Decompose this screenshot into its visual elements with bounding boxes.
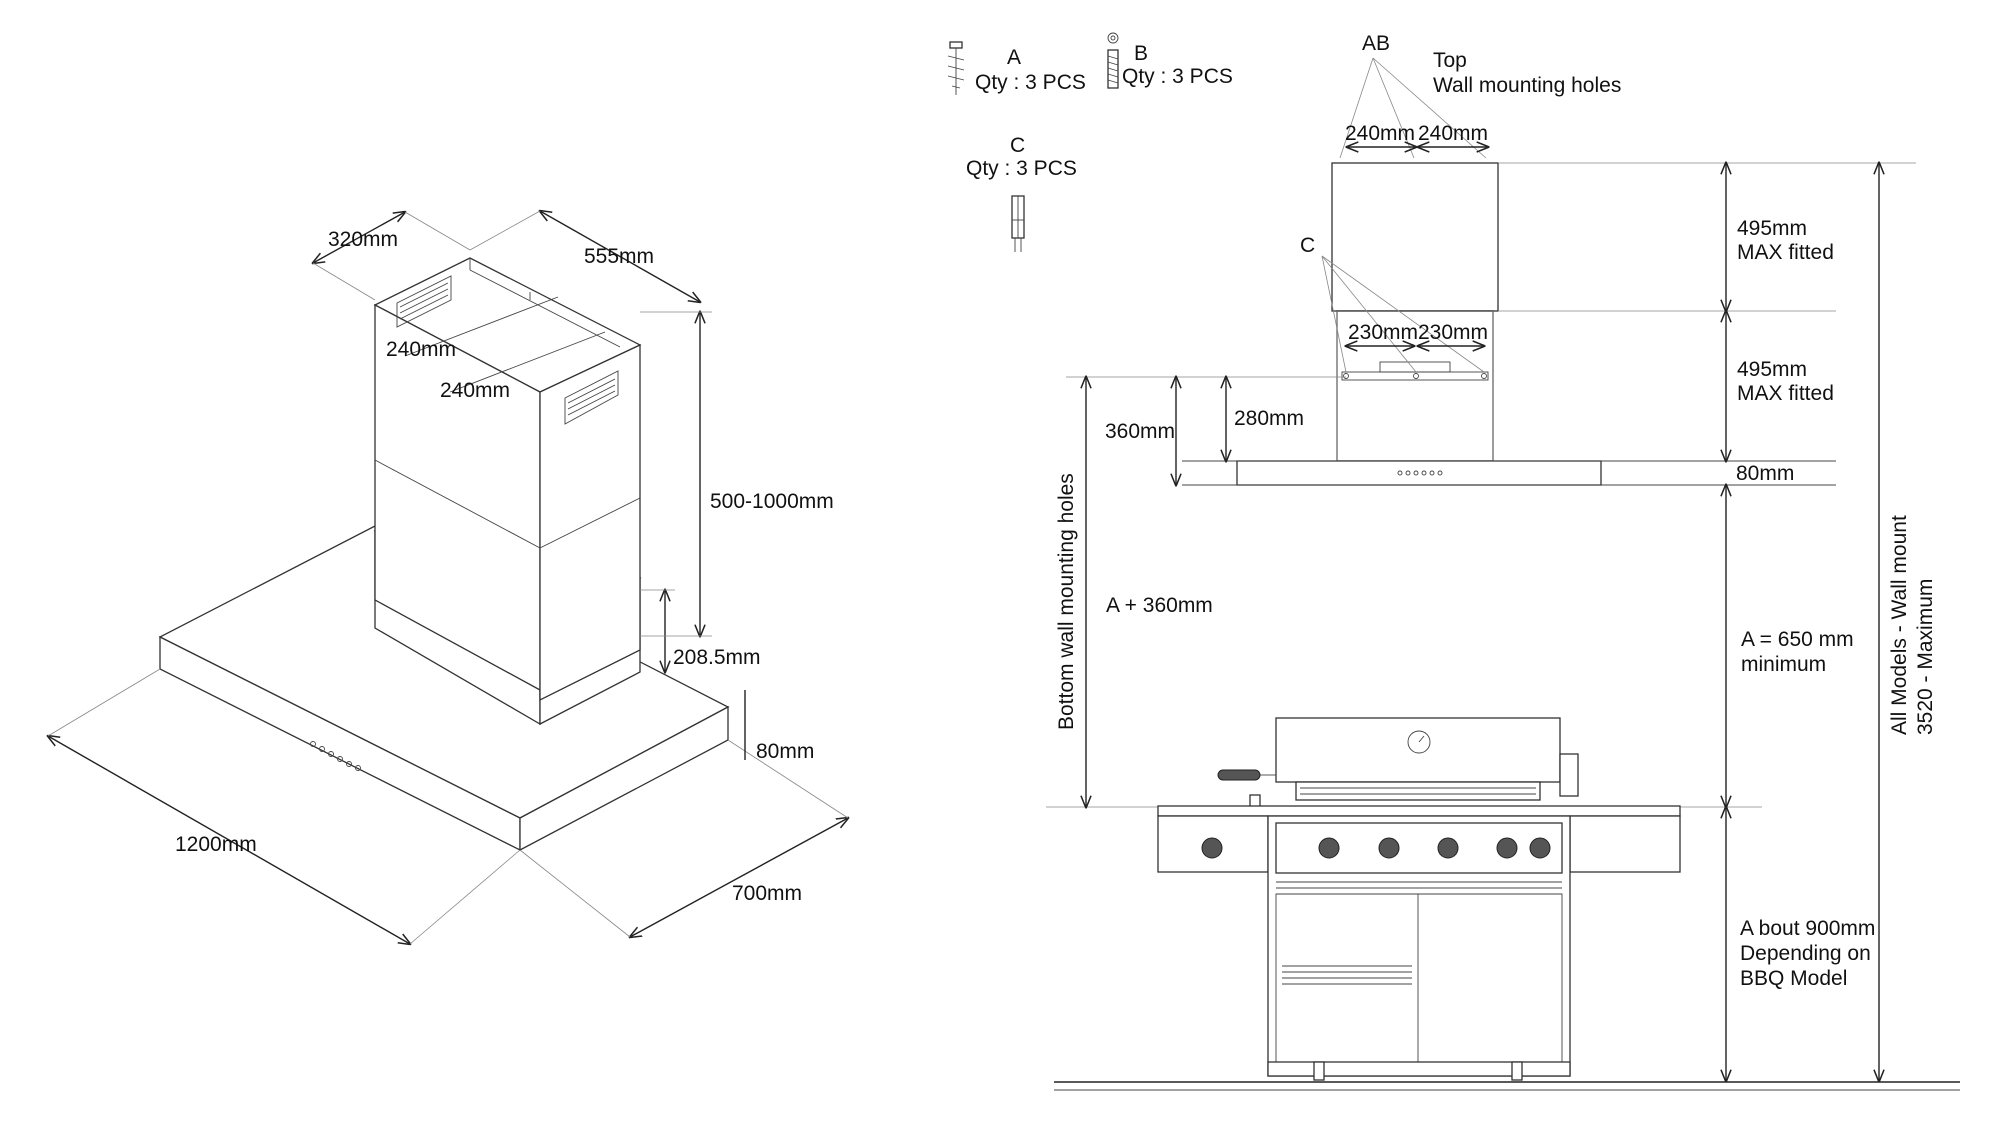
bbq-height-label-2: Depending on [1740,942,1871,965]
hardware-b-letter: B [1134,42,1148,65]
iso-chimney-width-label: 555mm [584,245,654,268]
a-min-label-2: minimum [1741,653,1826,676]
iso-lower-height-label: 208.5mm [673,646,761,669]
upper-fitted-label-2: MAX fitted [1737,241,1834,264]
mid-spacing-label-2: 230mm [1418,321,1488,344]
bottom-holes-label: Bottom wall mounting holes [1055,473,1078,730]
iso-vent-grille-left [396,275,452,328]
iso-hole-spacing-label-2: 240mm [440,379,510,402]
all-models-label-2: 3520 - Maximum [1914,579,1937,735]
bbq-grill [1157,717,1681,1081]
dim-1200-line [48,736,410,944]
bbq-height-label-3: BBQ Model [1740,967,1847,990]
top-spacing-label-1: 240mm [1345,122,1415,145]
front-chimney [1331,162,1499,462]
iso-width-label: 1200mm [175,833,257,856]
hardware-a-qty: Qty : 3 PCS [975,71,1086,94]
iso-vent-grille-right [564,370,619,425]
upper-fitted-label-1: 495mm [1737,217,1807,240]
iso-hood-height-label: 80mm [756,740,814,763]
hardware-a-letter: A [1007,46,1021,69]
front-elevation-view: AB Top Wall mounting holes 240mm 240mm C… [1046,32,1960,1091]
a-plus-360-label: A + 360mm [1106,594,1213,617]
dim-320-line [313,212,405,263]
hardware-b-qty: Qty : 3 PCS [1122,65,1233,88]
bbq-height-label-1: A bout 900mm [1740,917,1875,940]
dim-360-label: 360mm [1105,420,1175,443]
dim-700-line [630,818,848,937]
wall-plug-icon [947,41,965,95]
hardware-c-qty: Qty : 3 PCS [966,157,1077,180]
anchor-bolt-icon [1011,195,1025,252]
hardware-items: A Qty : 3 PCS B Qty : 3 PCS C Qty : 3 PC… [947,32,1233,252]
all-models-label-1: All Models - Wall mount [1888,515,1911,735]
iso-chimney [373,257,642,702]
hardware-c-letter: C [1010,134,1025,157]
top-holes-label-1: Top [1433,49,1467,72]
isometric-hood-view: 1200mm 700mm 80mm 208.5mm 500-1000mm 555… [48,211,848,944]
screw-icon [1107,32,1119,89]
mid-spacing-label-1: 230mm [1348,321,1418,344]
iso-chimney-depth-label: 320mm [328,228,398,251]
top-spacing-label-2: 240mm [1418,122,1488,145]
dim-280-label: 280mm [1234,407,1304,430]
iso-hole-spacing-label-1: 240mm [386,338,456,361]
top-holes-label-2: Wall mounting holes [1433,74,1621,97]
dim-555-line [540,211,700,302]
ab-label: AB [1362,32,1390,55]
iso-chimney-height-label: 500-1000mm [710,490,834,513]
lower-fitted-label-2: MAX fitted [1737,382,1834,405]
a-min-label-1: A = 650 mm [1741,628,1854,651]
hood-thickness-label: 80mm [1736,462,1794,485]
lower-fitted-label-1: 495mm [1737,358,1807,381]
c-label: C [1300,234,1315,257]
iso-depth-label: 700mm [732,882,802,905]
